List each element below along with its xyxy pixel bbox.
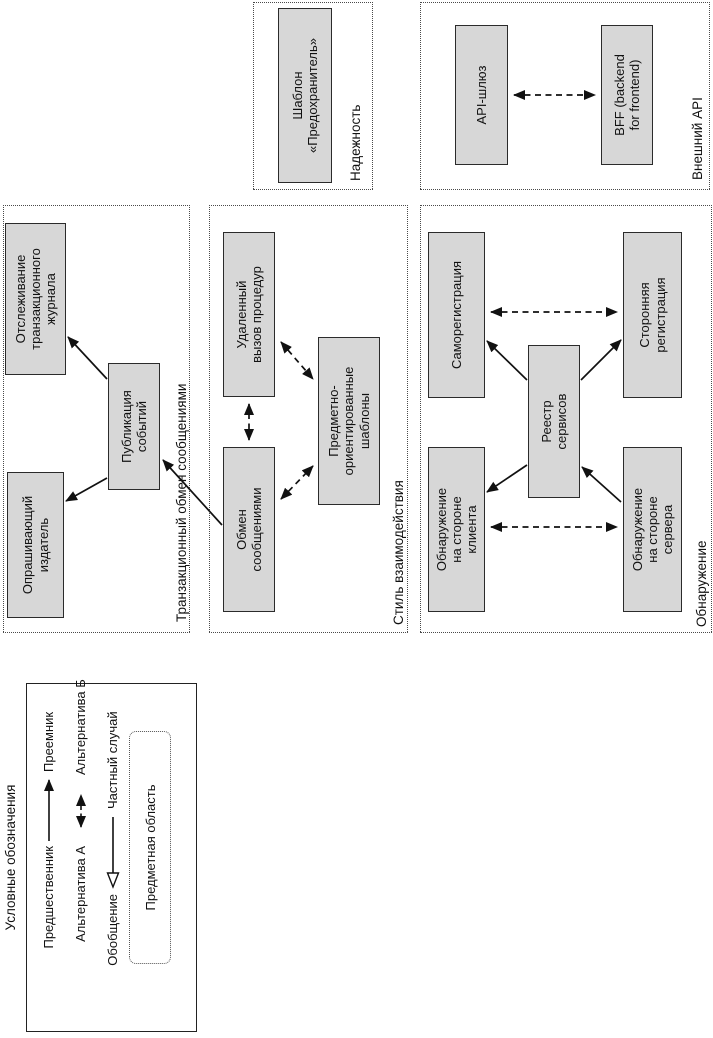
- legend-title: Условные обозначения: [3, 784, 18, 931]
- node-self-registration: Саморегистрация: [428, 232, 485, 398]
- legend-successor-label: Преемник: [41, 711, 56, 772]
- node-bff: BFF (backend for frontend): [601, 25, 653, 165]
- node-circuit-breaker: Шаблон «Предохранитель»: [278, 8, 332, 183]
- node-client-side-discovery: Обнаружение на стороне клиента: [428, 447, 485, 612]
- node-api-gateway: API-шлюз: [455, 25, 508, 165]
- legend-box: Предшественник Преемник Альтернатива А А…: [26, 679, 197, 1032]
- section-external-api-label: Внешний API: [690, 97, 705, 180]
- legend-generalization-label: Обобщение: [105, 894, 120, 966]
- node-transaction-log-tailing: Отслеживание транзакционного журнала: [5, 223, 66, 375]
- legend-alternative-a-label: Альтернатива А: [73, 846, 88, 942]
- node-messaging: Обмен сообщениями: [223, 447, 275, 612]
- generalization-open-arrow-icon: [106, 817, 120, 889]
- solid-arrow-icon: [44, 779, 54, 841]
- section-transactional-messaging-label: Транзакционный обмен сообщениями: [174, 383, 189, 622]
- node-domain-specific-patterns: Предметно- ориентированные шаблоны: [318, 337, 380, 505]
- legend-domain-area-box: Предметная область: [129, 731, 171, 964]
- legend-special-case-label: Частный случай: [105, 711, 120, 809]
- node-event-publishing: Публикация событий: [108, 363, 160, 490]
- section-reliability-label: Надежность: [348, 104, 363, 181]
- node-polling-publisher: Опрашивающий издатель: [7, 472, 64, 618]
- node-rpc: Удаленный вызов процедур: [223, 232, 275, 397]
- node-third-party-registration: Сторонняя регистрация: [623, 232, 682, 398]
- dashed-double-arrow-icon: [76, 794, 86, 828]
- node-service-registry: Реестр сервисов: [528, 345, 580, 498]
- section-discovery-label: Обнаружение: [694, 540, 709, 628]
- node-server-side-discovery: Обнаружение на стороне сервера: [623, 447, 682, 612]
- section-interaction-style-label: Стиль взаимодействия: [391, 480, 406, 625]
- legend-alternative-b-label: Альтернатива Б: [73, 679, 88, 775]
- legend-domain-area-label: Предметная область: [142, 784, 158, 911]
- legend-predecessor-label: Предшественник: [41, 846, 56, 949]
